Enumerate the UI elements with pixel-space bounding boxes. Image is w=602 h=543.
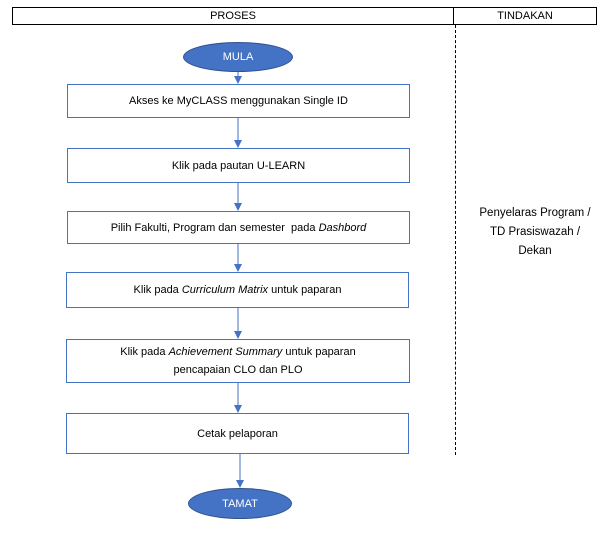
step-2-box: Klik pada pautan U-LEARN (67, 148, 410, 183)
step-3-box: Pilih Fakulti, Program dan semester pada… (67, 211, 410, 244)
step-label: Klik pada Achievement Summary untuk papa… (67, 343, 409, 379)
step-6-box: Cetak pelaporan (66, 413, 409, 454)
step-label: Pilih Fakulti, Program dan semester pada… (111, 219, 367, 237)
step-4-box: Klik pada Curriculum Matrix untuk papara… (66, 272, 409, 308)
step-text: Klik pada (133, 284, 182, 296)
step-text: Klik pada pautan U-LEARN (171, 159, 306, 172)
column-divider (455, 25, 456, 455)
step-text: Klik pada (120, 346, 169, 358)
step-text-italic: Curriculum Matrix (181, 284, 269, 296)
step-label: Klik pada pautan U-LEARN (172, 157, 305, 175)
end-terminal: TAMAT (188, 488, 292, 519)
step-text: Pilih Fakulti, Program dan semester pada (110, 221, 319, 234)
step-text-italic: Achievement Summary (168, 346, 283, 358)
tindakan-note: Penyelaras Program / TD Prasiswazah / De… (479, 207, 591, 257)
step-text: Akses ke MyCLASS menggunakan Single ID (129, 95, 348, 107)
step-5-box: Klik pada Achievement Summary untuk papa… (66, 339, 410, 383)
start-terminal: MULA (183, 42, 293, 72)
step-text: untuk paparan pencapaian CLO dan PLO (173, 346, 359, 376)
step-1-box: Akses ke MyCLASS menggunakan Single ID (67, 84, 410, 118)
step-label: Akses ke MyCLASS menggunakan Single ID (129, 92, 348, 110)
step-label: Cetak pelaporan (197, 425, 278, 443)
step-text: Cetak pelaporan (197, 427, 278, 440)
step-text-italic: Dashbord (318, 221, 367, 234)
header-tindakan: TINDAKAN (453, 7, 597, 25)
step-label: Klik pada Curriculum Matrix untuk papara… (134, 281, 342, 299)
step-text: untuk paparan (268, 284, 342, 296)
